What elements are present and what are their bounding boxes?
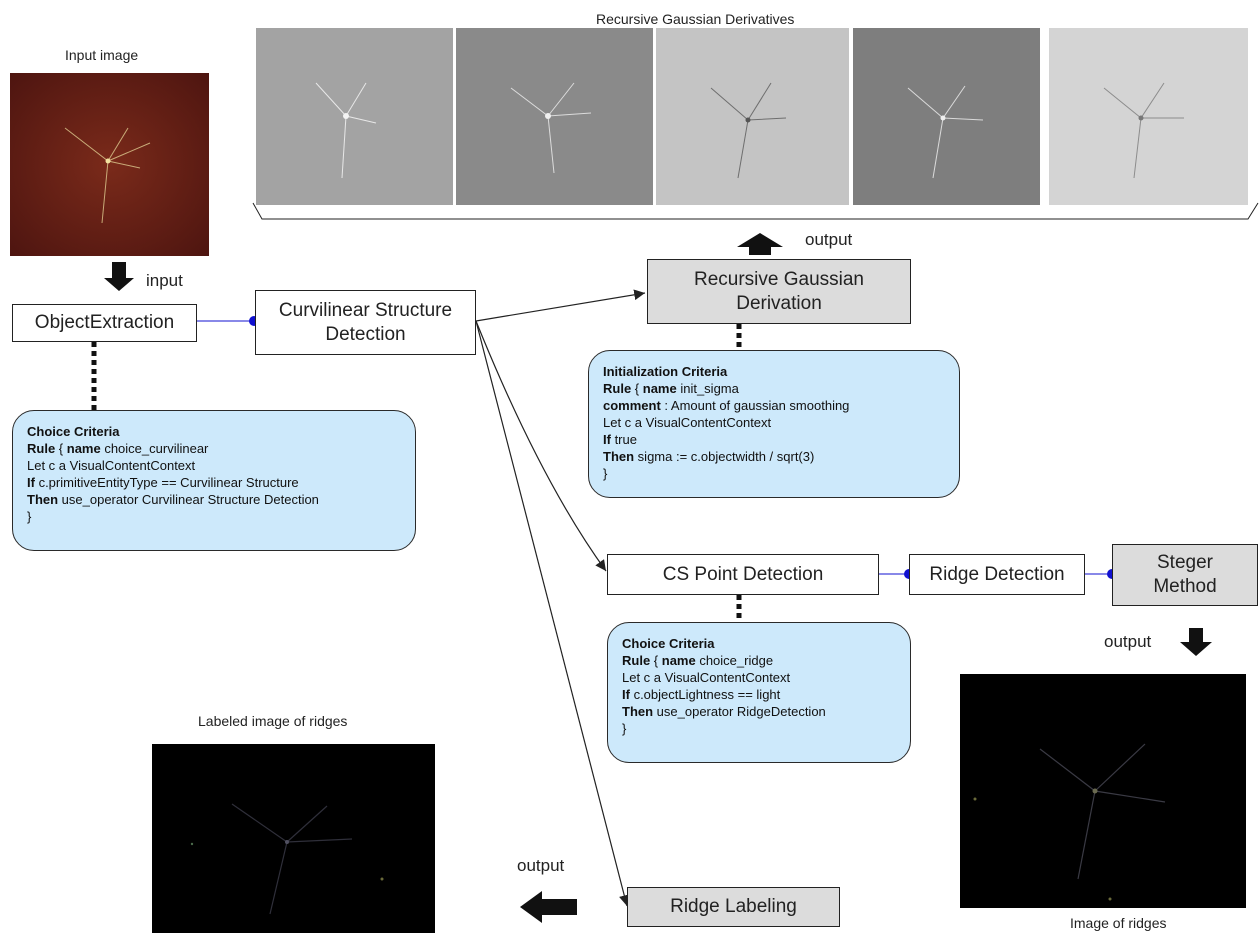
crit1-name-kw: name [66,441,101,456]
output-label-bottom: output [517,856,565,875]
output-label-right: output [1104,632,1152,651]
crit3-brace: { [650,653,662,668]
crit2-rule-kw: Rule [603,381,632,396]
steger-label-2: Method [1153,576,1217,597]
block-arrow-input-down [104,262,134,291]
crit1-then-action: use_operator Curvilinear Structure Detec… [58,492,319,507]
ridge-labeling-box[interactable]: Ridge Labeling [627,887,840,927]
derivatives-title: Recursive Gaussian Derivatives [596,11,795,27]
output-label-top: output [805,230,853,249]
ridges-image [960,674,1246,908]
crit2-close: } [603,466,608,481]
curvilinear-detection-label-2: Detection [325,323,406,345]
curvilinear-detection-label-1: Curvilinear Structure [278,299,453,321]
crit2-brace: { [631,381,643,396]
arrow-to-ridge-labeling [475,320,630,907]
crit2-comment-kw: comment [603,398,661,413]
crit1-brace: { [55,441,67,456]
crit2-then-action: sigma := c.objectwidth / sqrt(3) [634,449,815,464]
arrow-to-cspoint [475,320,607,572]
crit1-title: Choice Criteria [27,424,120,439]
initialization-criteria-sigma: Initialization Criteria Rule { name init… [588,350,960,498]
crit3-then-action: use_operator RidgeDetection [653,704,826,719]
crit3-title: Choice Criteria [622,636,715,651]
input-image-caption: Input image [65,47,139,63]
choice-criteria-ridge: Choice Criteria Rule { name choice_ridge… [607,622,911,763]
object-extraction-box[interactable]: ObjectExtraction [12,304,197,342]
crit3-rule-kw: Rule [622,653,651,668]
crit2-then-kw: Then [603,449,635,464]
crit1-rule-name: choice_curvilinear [100,441,209,456]
crit1-close: } [27,509,32,524]
crit1-if-kw: If [27,475,35,490]
input-label: input [146,271,183,290]
choice-criteria-curvilinear: Choice Criteria Rule { name choice_curvi… [12,410,416,551]
crit3-let: Let c a VisualContentContext [622,670,791,685]
crit3-close: } [622,721,627,736]
ridge-detection-box[interactable]: Ridge Detection [909,554,1085,595]
cs-point-detection-label: CS Point Detection [662,563,824,585]
crit2-name-kw: name [642,381,677,396]
crit2-rule-name: init_sigma [676,381,739,396]
crit2-let: Let c a VisualContentContext [603,415,772,430]
labeled-image-caption: Labeled image of ridges [198,713,348,729]
cs-point-detection-box[interactable]: CS Point Detection [607,554,879,595]
steger-method-box[interactable]: Steger Method [1112,544,1258,606]
crit1-rule-kw: Rule [27,441,56,456]
crit2-if-cond: true [610,432,637,447]
rgd-label-2: Derivation [736,292,822,314]
crit1-then-kw: Then [27,492,59,507]
arrow-to-rgd [475,289,646,322]
crit1-let: Let c a VisualContentContext [27,458,196,473]
crit2-if-kw: If [603,432,611,447]
input-image [10,73,209,256]
block-arrow-output-down [1180,628,1212,656]
block-arrow-output-up [737,233,783,255]
derivative-image-2 [456,28,653,205]
labeled-ridges-image [152,744,435,933]
derivative-image-1 [256,28,453,205]
derivative-image-3 [656,28,849,205]
crit3-rule-name: choice_ridge [695,653,774,668]
crit3-if-cond: c.objectLightness == light [629,687,781,702]
derivative-image-5 [1049,28,1248,205]
ridges-image-caption: Image of ridges [1070,915,1167,931]
crit2-comment: : Amount of gaussian smoothing [660,398,850,413]
derivatives-bracket [252,202,1259,220]
steger-label-1: Steger [1157,552,1213,573]
recursive-gaussian-derivation-box[interactable]: Recursive Gaussian Derivation [647,259,911,324]
crit2-title: Initialization Criteria [603,364,728,379]
derivative-image-4 [853,28,1040,205]
crit3-then-kw: Then [622,704,654,719]
object-extraction-label: ObjectExtraction [34,312,175,333]
ridge-labeling-label: Ridge Labeling [670,896,797,917]
ridge-detection-label: Ridge Detection [929,563,1065,585]
rgd-label-1: Recursive Gaussian [693,268,865,290]
crit1-if-cond: c.primitiveEntityType == Curvilinear Str… [34,475,299,490]
block-arrow-output-left [520,891,577,923]
crit3-if-kw: If [622,687,630,702]
crit3-name-kw: name [661,653,696,668]
curvilinear-detection-box[interactable]: Curvilinear Structure Detection [255,290,476,355]
